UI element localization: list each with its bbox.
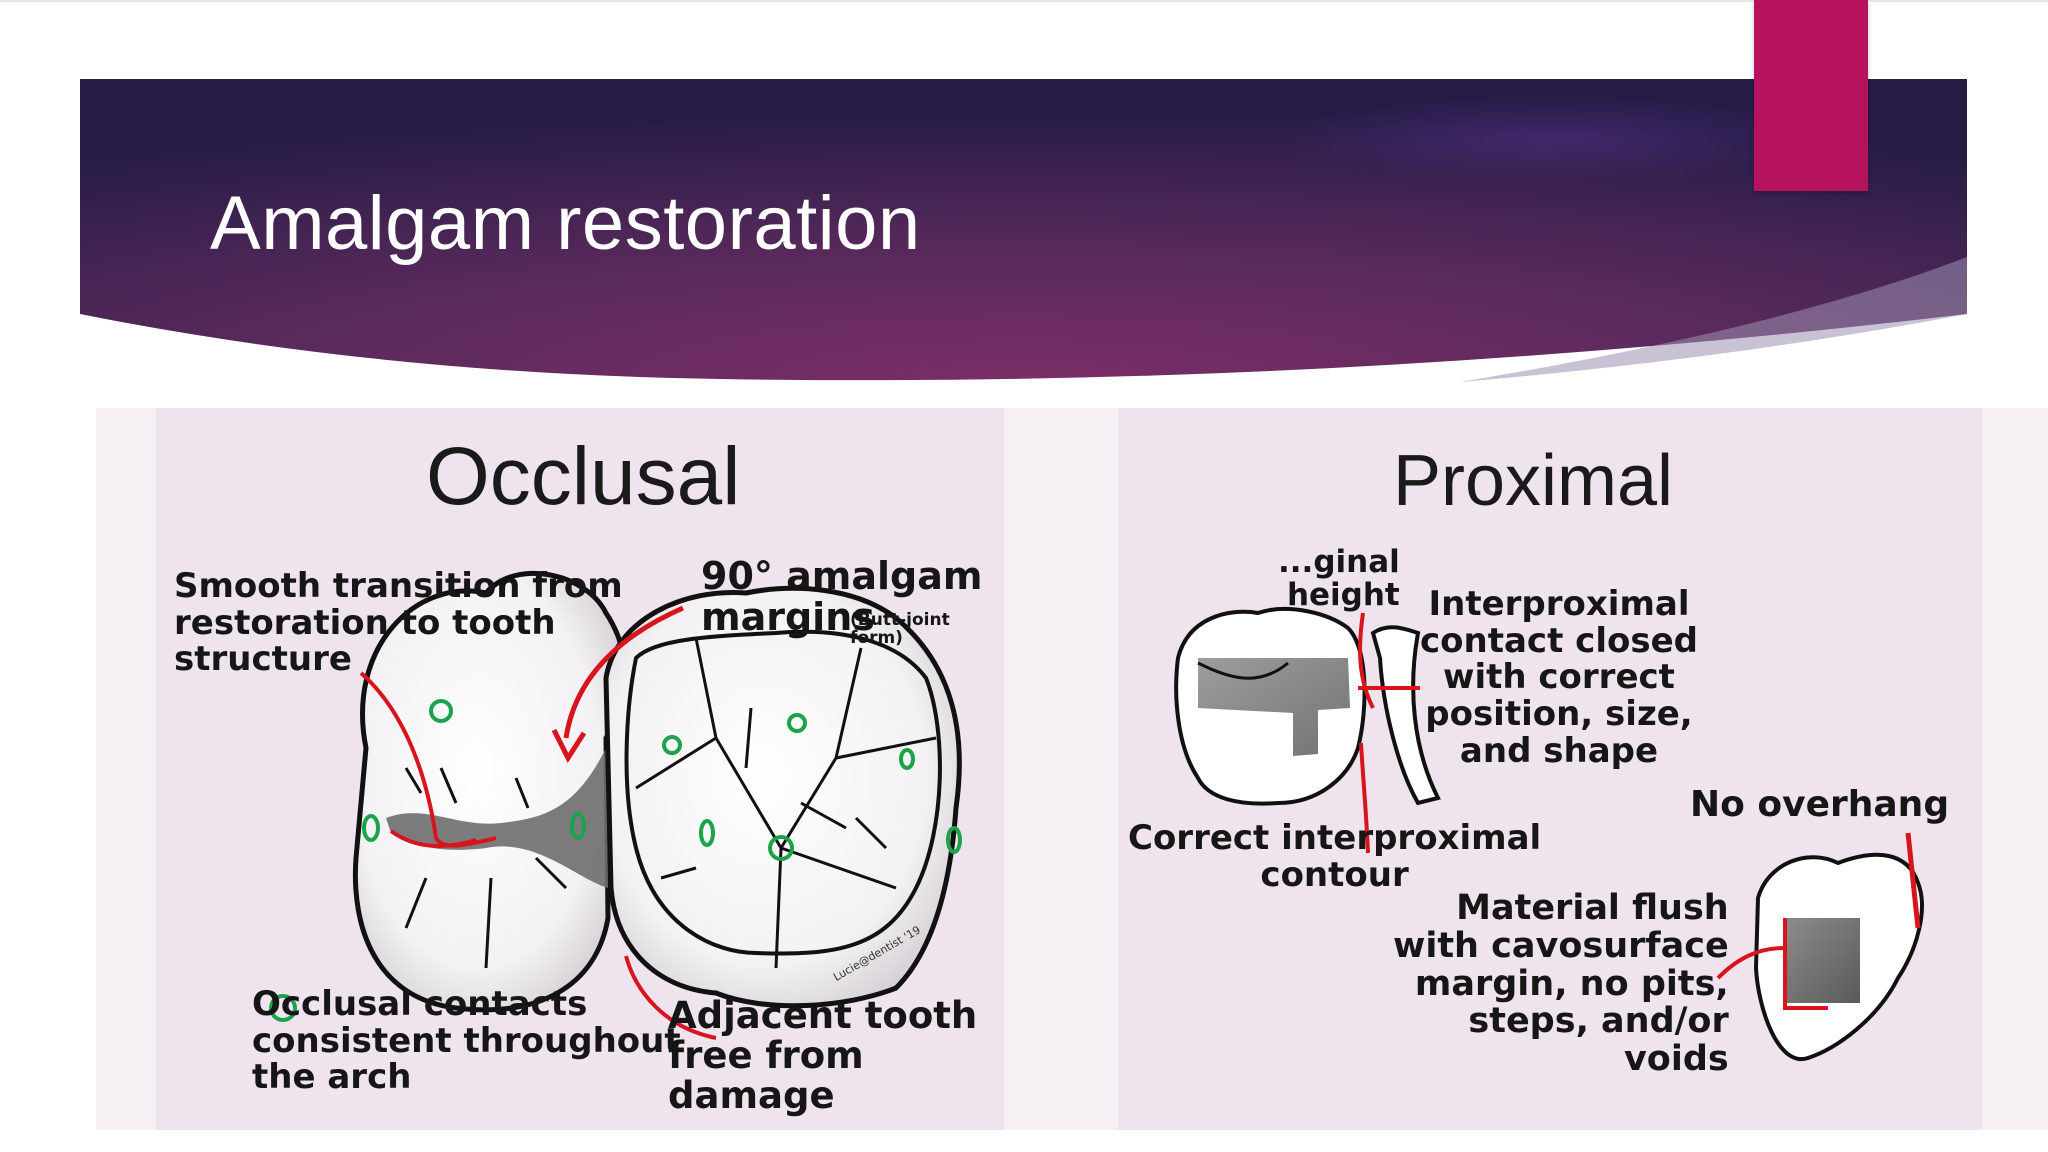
label-material-flush: Material flush with cavosurface margin, … — [1393, 888, 1729, 1080]
label-smooth-transition: Smooth transition from restoration to to… — [174, 566, 623, 680]
occlusal-heading: Occlusal — [426, 431, 741, 522]
top-rule — [0, 0, 2048, 2]
proximal-heading: Proximal — [1393, 441, 1674, 521]
accent-tab — [1754, 0, 1868, 191]
label-adjacent-tooth: Adjacent tooth free from damage — [668, 994, 978, 1117]
contact-legend-icon — [269, 994, 297, 1022]
label-butt-joint: (Butt-joint form) — [850, 610, 950, 649]
proximal-tooth-lower — [1716, 832, 1924, 1062]
label-correct-contour: Correct interproximal contour — [1128, 818, 1542, 895]
occlusal-illustration — [269, 570, 962, 1040]
proximal-panel: Proximal ...ginal height Interproximal c… — [1118, 408, 1982, 1130]
label-interproximal-contact: Interproximal contact closed with correc… — [1420, 584, 1698, 771]
occlusal-panel: Occlusal Smooth transition from restorat… — [156, 408, 1004, 1130]
left-tooth — [352, 570, 628, 1013]
label-no-overhang: No overhang — [1690, 784, 1950, 825]
proximal-illustration — [1174, 606, 1924, 1062]
proximal-tooth-upper — [1174, 606, 1441, 854]
title-banner — [80, 79, 1967, 382]
banner-shape — [80, 79, 1967, 382]
amalgam-figure: Occlusal Smooth transition from restorat… — [96, 408, 2048, 1130]
right-tooth — [603, 585, 962, 1009]
label-margins: 90° amalgam margins — [701, 554, 983, 640]
label-marginal-height: ...ginal height — [1278, 544, 1400, 614]
label-occlusal-contacts: Occlusal contacts consistent throughout … — [252, 984, 681, 1098]
slide-title: Amalgam restoration — [210, 181, 921, 266]
